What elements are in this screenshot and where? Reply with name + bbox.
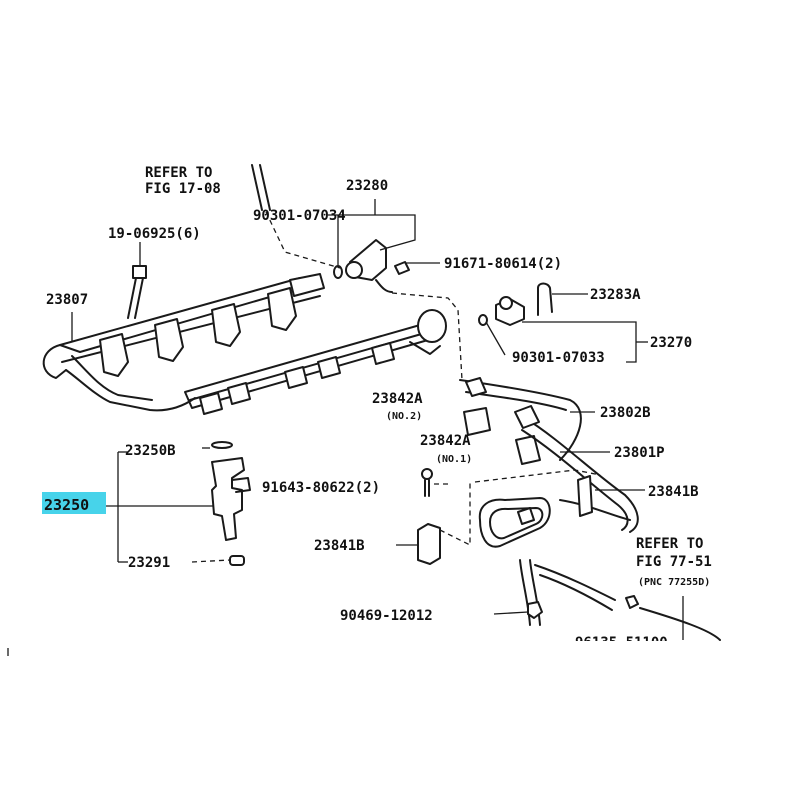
pressure-regulator-23280	[333, 239, 393, 293]
label-23807: 23807	[46, 292, 88, 308]
sensor-23270	[478, 296, 525, 326]
label-91643-80622: 91643-80622(2)	[262, 480, 380, 496]
bracket-23841b-right	[577, 475, 593, 517]
hose-23802b	[459, 379, 582, 461]
label-23801p: 23801P	[614, 445, 665, 461]
holder-23842a-no2	[463, 407, 491, 436]
fuel-rail-lower	[184, 309, 447, 415]
refer-top-line1: REFER TO	[145, 165, 212, 181]
label-23250b: 23250B	[125, 443, 176, 459]
clip-91671	[394, 261, 410, 275]
hose-to-fig-77-51	[639, 607, 721, 641]
highlight-23250	[42, 492, 106, 514]
label-91671-80614: 91671-80614(2)	[444, 256, 562, 272]
o-ring-23291	[229, 555, 245, 566]
label-23841b-right: 23841B	[648, 484, 699, 500]
label-90301-07034: 90301-07034	[253, 208, 346, 224]
refer-right-line3: (PNC 77255D)	[638, 577, 710, 588]
label-23250[interactable]: 23250	[44, 496, 89, 514]
fuel-rail-23807	[42, 273, 325, 412]
refer-top-line	[251, 164, 271, 211]
bolt-19-06925	[127, 265, 147, 319]
label-23280: 23280	[346, 178, 388, 194]
bolt-91643	[421, 468, 433, 497]
label-90469-12012: 90469-12012	[340, 608, 433, 624]
label-no1: (NO.1)	[436, 454, 472, 465]
label-90301-07033: 90301-07033	[512, 350, 605, 366]
label-23841b-left: 23841B	[314, 538, 365, 554]
label-23842a-no1: 23842A	[420, 433, 471, 449]
label-23283a: 23283A	[590, 287, 641, 303]
refer-right-line2: FIG 77-51	[636, 554, 712, 570]
label-no2: (NO.2)	[386, 411, 422, 422]
label-23842a-no2: 23842A	[372, 391, 423, 407]
fuel-pipe-assembly-lower	[478, 497, 631, 626]
holder-23842a-no1	[515, 435, 541, 465]
label-19-06925: 19-06925(6)	[108, 226, 201, 242]
label-23802b: 23802B	[600, 405, 651, 421]
clamp-23283a	[537, 282, 553, 316]
refer-right-line1: REFER TO	[636, 536, 703, 552]
crop-mask	[0, 641, 800, 800]
fuel-injector-23250	[211, 441, 251, 541]
fuel-pipe-23801p	[514, 405, 639, 533]
label-23270: 23270	[650, 335, 692, 351]
refer-top-line2: FIG 17-08	[145, 181, 221, 197]
clip-96135	[625, 595, 639, 609]
leader-lines	[71, 199, 684, 640]
label-23291: 23291	[128, 555, 170, 571]
bracket-23841b-left	[417, 523, 441, 565]
